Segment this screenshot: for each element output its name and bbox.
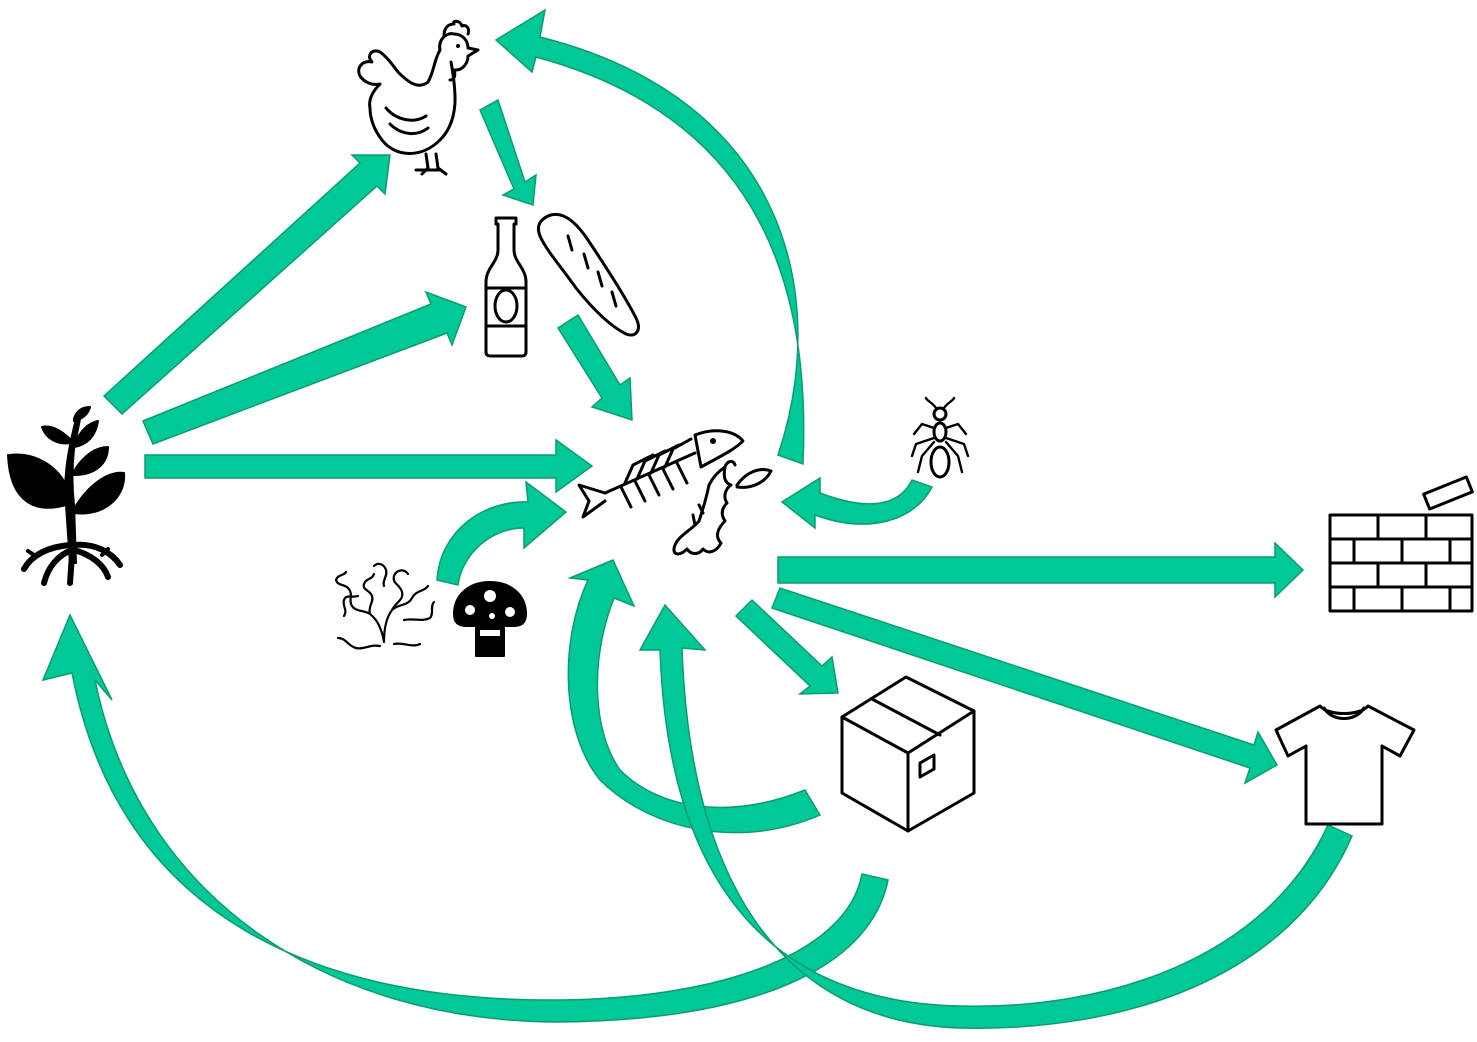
arrow-algae-to-waste	[437, 482, 566, 585]
arrow-insect-to-waste	[782, 478, 932, 528]
ant-icon	[912, 398, 968, 477]
flow-arrows	[43, 10, 1352, 1028]
brick-wall-icon	[1330, 477, 1472, 611]
t-shirt-icon	[1276, 706, 1414, 824]
arrow-waste-to-bricks	[778, 543, 1303, 597]
plant-sprout-icon	[8, 407, 124, 583]
seaweed-and-mushroom-icon	[336, 564, 526, 656]
arrow-plant-to-waste	[145, 440, 592, 492]
arrow-plant-to-chicken	[104, 155, 390, 414]
fishbone-and-apple-core-icon	[579, 431, 771, 554]
arrow-waste-to-chicken	[496, 10, 804, 464]
arrow-plant-to-drinks	[143, 292, 466, 444]
arrow-chicken-to-drinks	[480, 100, 536, 205]
arrow-waste-to-textiles	[772, 588, 1277, 783]
cardboard-box-icon	[842, 677, 974, 831]
chicken-icon	[359, 21, 478, 174]
